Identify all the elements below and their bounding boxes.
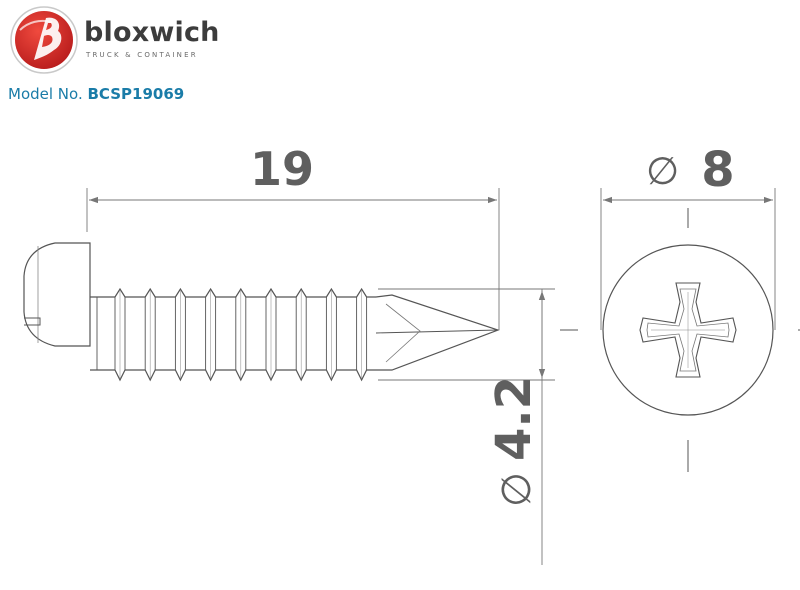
drill-flute-line	[375, 329, 499, 334]
shank-diameter-dimension	[378, 288, 555, 565]
length-dimension	[86, 188, 500, 330]
phillips-recess	[639, 282, 737, 378]
logo-b-mark	[34, 17, 62, 60]
logo-swoosh	[19, 19, 53, 31]
drill-flute-edge	[385, 303, 421, 363]
head-diameter-value: 8	[701, 142, 734, 198]
head-diameter-dimension	[600, 188, 776, 330]
shank-diameter-value: 4.2	[486, 376, 542, 461]
bloxwich-logo	[10, 6, 78, 74]
brand-name: bloxwich	[84, 17, 220, 48]
head-diameter-symbol: ∅	[646, 149, 679, 193]
thread-profile-bottom	[90, 369, 376, 382]
model-label: Model No.	[8, 85, 83, 103]
side-view	[23, 242, 500, 382]
screw-threads	[90, 287, 376, 382]
drive-slot	[24, 317, 41, 326]
model-line: Model No. BCSP19069	[8, 85, 184, 103]
thread-profile-top	[90, 287, 376, 298]
shank-diameter-symbol: ∅	[494, 472, 540, 507]
brand-tagline: TRUCK & CONTAINER	[86, 51, 198, 59]
shank-diameter-label: ∅ 4.2	[486, 376, 542, 507]
screw-head	[23, 242, 91, 347]
length-value: 19	[250, 142, 314, 196]
model-number: BCSP19069	[87, 85, 185, 103]
end-view	[560, 208, 800, 472]
